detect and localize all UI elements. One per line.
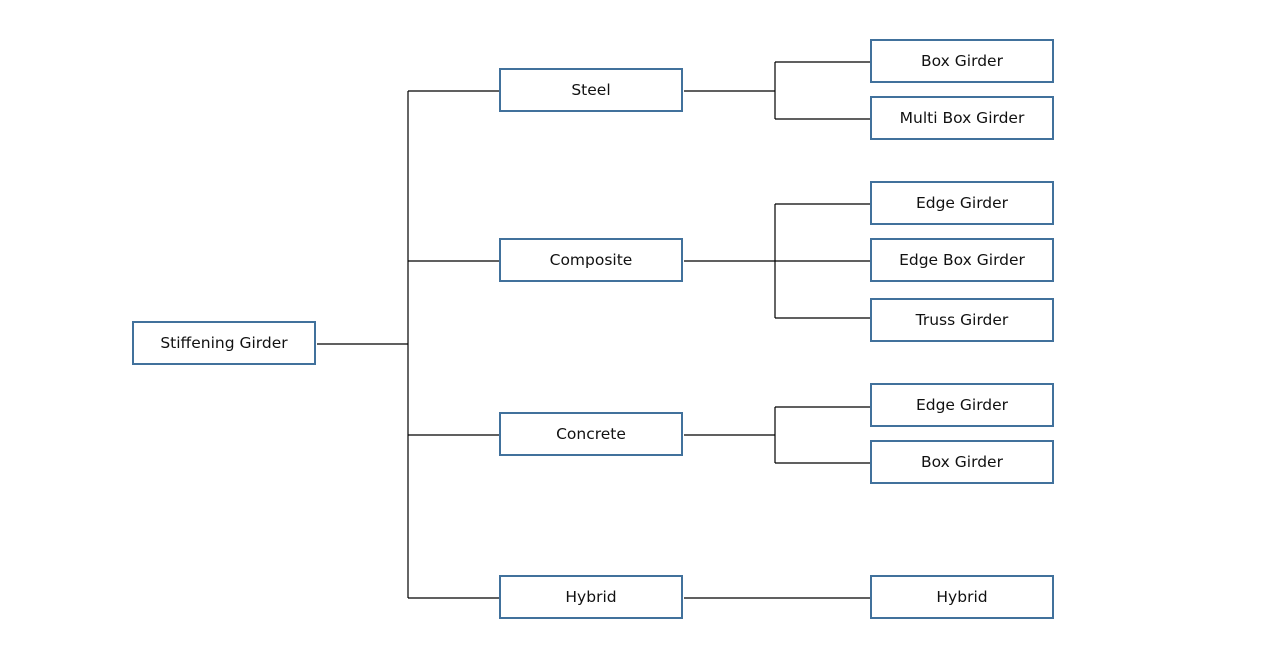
branch-node-concrete: Concrete <box>499 412 683 456</box>
branch-node-hybrid: Hybrid <box>499 575 683 619</box>
leaf-node-concrete-box-girder: Box Girder <box>870 440 1054 484</box>
leaf-node-composite-edge-box-girder: Edge Box Girder <box>870 238 1054 282</box>
branch-node-composite: Composite <box>499 238 683 282</box>
leaf-node-composite-truss-girder: Truss Girder <box>870 298 1054 342</box>
leaf-node-steel-box-girder: Box Girder <box>870 39 1054 83</box>
leaf-node-concrete-edge-girder: Edge Girder <box>870 383 1054 427</box>
leaf-node-steel-multi-box-girder: Multi Box Girder <box>870 96 1054 140</box>
root-node-stiffening-girder: Stiffening Girder <box>132 321 316 365</box>
leaf-node-hybrid: Hybrid <box>870 575 1054 619</box>
leaf-node-composite-edge-girder: Edge Girder <box>870 181 1054 225</box>
branch-node-steel: Steel <box>499 68 683 112</box>
